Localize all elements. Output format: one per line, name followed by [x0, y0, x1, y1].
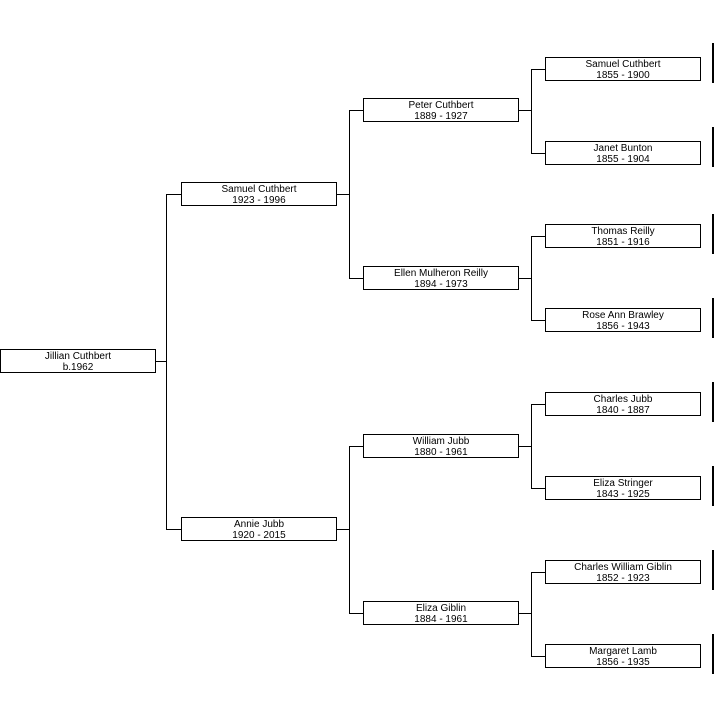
connector-line	[531, 404, 545, 405]
person-dates: 1855 - 1900	[596, 70, 650, 81]
connector-line	[349, 446, 350, 614]
connector-line	[337, 194, 349, 195]
connector-line	[519, 446, 531, 447]
connector-line	[166, 529, 181, 530]
connector-line	[531, 656, 545, 657]
connector-line	[531, 69, 545, 70]
person-box-peter-cuthbert[interactable]: Peter Cuthbert 1889 - 1927	[363, 98, 519, 122]
person-box-charles-william-giblin[interactable]: Charles William Giblin 1852 - 1923	[545, 560, 701, 584]
offscreen-connector	[712, 382, 714, 422]
person-name: Samuel Cuthbert	[221, 184, 297, 195]
connector-line	[519, 110, 531, 111]
person-box-jillian-cuthbert[interactable]: Jillian Cuthbert b.1962	[0, 349, 156, 373]
connector-line	[531, 320, 545, 321]
person-box-rose-ann-brawley[interactable]: Rose Ann Brawley 1856 - 1943	[545, 308, 701, 332]
person-dates: 1880 - 1961	[414, 447, 468, 458]
person-dates: 1843 - 1925	[596, 489, 650, 500]
person-box-eliza-giblin[interactable]: Eliza Giblin 1884 - 1961	[363, 601, 519, 625]
person-box-charles-jubb[interactable]: Charles Jubb 1840 - 1887	[545, 392, 701, 416]
person-name: Samuel Cuthbert	[585, 59, 661, 70]
person-box-ellen-mulheron-reilly[interactable]: Ellen Mulheron Reilly 1894 - 1973	[363, 266, 519, 290]
person-dates: 1855 - 1904	[596, 154, 650, 165]
person-name: Margaret Lamb	[589, 646, 657, 657]
person-name: Eliza Stringer	[593, 478, 653, 489]
offscreen-connector	[712, 127, 714, 167]
connector-line	[531, 572, 532, 657]
connector-line	[337, 529, 349, 530]
person-dates: 1851 - 1916	[596, 237, 650, 248]
offscreen-connector	[712, 214, 714, 254]
connector-line	[349, 613, 363, 614]
person-name: Charles Jubb	[593, 394, 653, 405]
person-name: Jillian Cuthbert	[44, 351, 112, 362]
offscreen-connector	[712, 634, 714, 674]
connector-line	[531, 572, 545, 573]
person-dates: b.1962	[62, 362, 94, 373]
person-box-margaret-lamb[interactable]: Margaret Lamb 1856 - 1935	[545, 644, 701, 668]
person-dates: 1884 - 1961	[414, 614, 468, 625]
connector-line	[166, 194, 181, 195]
person-box-samuel-cuthbert-father[interactable]: Samuel Cuthbert 1923 - 1996	[181, 182, 337, 206]
person-dates: 1920 - 2015	[232, 530, 286, 541]
offscreen-connector	[712, 298, 714, 338]
connector-line	[349, 110, 350, 279]
connector-line	[166, 194, 167, 530]
person-dates: 1840 - 1887	[596, 405, 650, 416]
offscreen-connector	[712, 550, 714, 590]
person-box-eliza-stringer[interactable]: Eliza Stringer 1843 - 1925	[545, 476, 701, 500]
person-dates: 1923 - 1996	[232, 195, 286, 206]
person-dates: 1856 - 1943	[596, 321, 650, 332]
person-name: Thomas Reilly	[591, 226, 655, 237]
person-name: Charles William Giblin	[574, 562, 672, 573]
connector-line	[519, 278, 531, 279]
person-name: Eliza Giblin	[415, 603, 467, 614]
person-dates: 1889 - 1927	[414, 111, 468, 122]
person-box-samuel-cuthbert-grandfather[interactable]: Samuel Cuthbert 1855 - 1900	[545, 57, 701, 81]
connector-line	[531, 236, 545, 237]
connector-line	[349, 110, 363, 111]
person-box-annie-jubb[interactable]: Annie Jubb 1920 - 2015	[181, 517, 337, 541]
connector-line	[531, 236, 532, 321]
connector-line	[531, 153, 545, 154]
person-name: Rose Ann Brawley	[582, 310, 664, 321]
person-name: Annie Jubb	[233, 519, 285, 530]
person-dates: 1852 - 1923	[596, 573, 650, 584]
connector-line	[156, 361, 166, 362]
connector-line	[531, 69, 532, 154]
person-name: Peter Cuthbert	[408, 100, 474, 111]
connector-line	[349, 446, 363, 447]
person-box-thomas-reilly[interactable]: Thomas Reilly 1851 - 1916	[545, 224, 701, 248]
connector-line	[519, 613, 531, 614]
person-dates: 1856 - 1935	[596, 657, 650, 668]
person-name: William Jubb	[412, 436, 470, 447]
person-name: Ellen Mulheron Reilly	[394, 268, 488, 279]
person-dates: 1894 - 1973	[414, 279, 468, 290]
connector-line	[531, 404, 532, 489]
person-box-janet-bunton[interactable]: Janet Bunton 1855 - 1904	[545, 141, 701, 165]
offscreen-connector	[712, 43, 714, 83]
connector-line	[349, 278, 363, 279]
person-box-william-jubb[interactable]: William Jubb 1880 - 1961	[363, 434, 519, 458]
offscreen-connector	[712, 466, 714, 506]
connector-line	[531, 488, 545, 489]
person-name: Janet Bunton	[593, 143, 653, 154]
